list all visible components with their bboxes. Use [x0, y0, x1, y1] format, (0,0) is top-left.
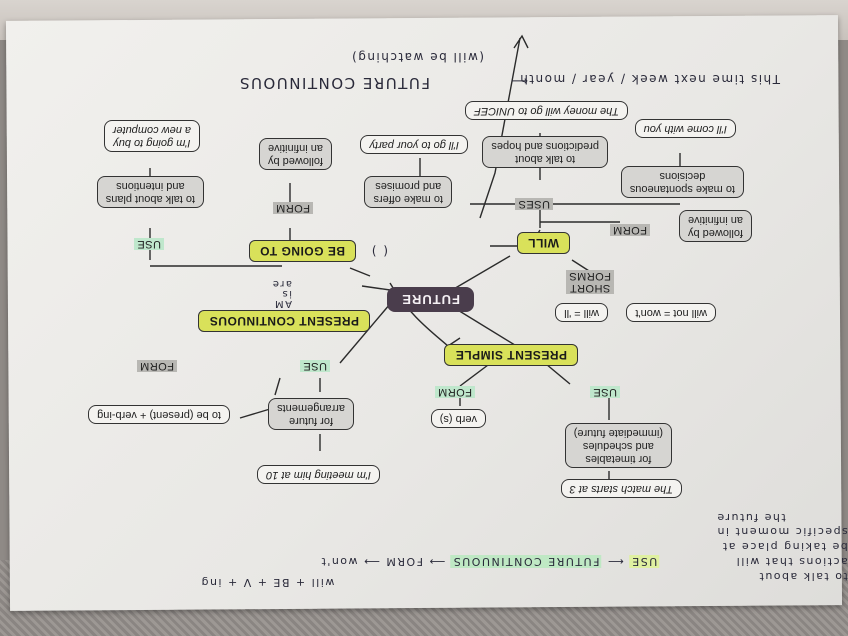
left-note: the future — [716, 510, 786, 524]
will-use-offers: to make offers and promises — [364, 176, 452, 208]
present-simple-form-label: FORM — [434, 386, 475, 398]
present-continuous-example: I'm meeting him at 10 — [257, 465, 380, 484]
will-short-forms-label: SHORT FORMS — [565, 270, 614, 294]
present-simple-example: The match starts at 3 — [560, 479, 682, 498]
will-example-2: I'll go to your party — [360, 135, 468, 154]
going-to-use-box: to talk about plans and intentions — [96, 176, 204, 208]
use-line-2: and schedules — [582, 440, 654, 452]
going-to-form-label: FORM — [272, 202, 313, 214]
left-note-line-2: actions that will — [735, 555, 848, 568]
will-example-3: The money will go to UNICEF — [465, 101, 628, 120]
fc-arrow-note: This time next week / year / month — [518, 72, 780, 86]
example-line-1: I'm going to buy — [113, 137, 191, 149]
use-line-2: and promises — [375, 180, 442, 192]
connector-lines — [149, 34, 681, 481]
annotation-am: AM — [273, 298, 292, 309]
will-node: WILL — [516, 232, 570, 254]
left-note-line-3: be taking place at — [721, 540, 848, 553]
center-node-future: FUTURE — [387, 287, 474, 312]
will-short-form-2: will not = won't — [626, 303, 716, 322]
annotation-is: is — [281, 288, 292, 299]
arrow-2: ⟶ — [422, 555, 446, 568]
left-note-line-5: the future — [716, 511, 786, 524]
use-line-2: arrangements — [277, 402, 345, 414]
use-line-3: (immediate future) — [573, 427, 663, 439]
neg-form: won't — [320, 555, 358, 568]
going-to-use-label: USE — [133, 238, 164, 250]
present-continuous-use-box: for future arrangements — [268, 398, 354, 430]
left-note-line-4: specific moment in — [716, 525, 848, 538]
fc-formula: will + BE + V + ing — [200, 576, 335, 589]
present-simple-use-label: USE — [589, 386, 620, 398]
bottom-notes: specific moment in be taking place at ac… — [716, 524, 848, 584]
use-tag: USE — [628, 555, 660, 568]
will-form-label: FORM — [609, 224, 650, 236]
will-use-predictions: to talk about predictions and hopes — [482, 136, 608, 168]
arrow-1: ⟵ — [601, 555, 624, 568]
going-to-node: BE GOING TO — [248, 240, 356, 262]
going-to-paren: ( ) — [370, 244, 388, 258]
going-to-example: I'm going to buy a new computer — [103, 120, 200, 152]
present-continuous-form-box: to be (present) + verb-ing — [88, 405, 230, 424]
present-continuous-form-label: FORM — [136, 360, 177, 372]
left-note-line-1: to talk about — [758, 570, 848, 583]
present-simple-use-box: for timetables and schedules (immediate … — [564, 423, 672, 468]
use-line-1: to make spontaneous — [629, 183, 735, 195]
use-line-1: to talk about — [515, 153, 576, 165]
present-continuous-use-label: USE — [299, 360, 330, 372]
short-line-1: SHORT — [569, 282, 611, 294]
going-to-form-box: followed by an infinitive — [258, 138, 332, 170]
use-line-2: predictions and hopes — [491, 140, 599, 152]
present-simple-node: PRESENT SIMPLE — [444, 344, 578, 366]
fc-title: FUTURE CONTINUOUS — [238, 74, 430, 92]
use-line-2: decisions — [659, 170, 706, 182]
use-line-1: to make offers — [373, 193, 444, 205]
will-form-box: followed by an infinitive — [678, 210, 752, 242]
fc-formula-row: USE ⟵ FUTURE CONTINUOUS ⟶ FORM ⟶ won't — [320, 555, 660, 568]
short-line-2: FORMS — [568, 270, 611, 282]
present-simple-form-box: verb (s) — [430, 409, 486, 428]
form-line-1: followed by — [267, 155, 323, 167]
going-to-annotation: AM is are — [271, 278, 292, 309]
form-line-2: an infinitive — [687, 214, 743, 226]
arrow-3: ⟶ — [357, 555, 380, 568]
mind-map: FUTURE PRESENT SIMPLE FORM USE verb (s) … — [8, 18, 840, 608]
will-example-1: I'll come with you — [634, 119, 736, 138]
will-short-form-1: will = 'll — [555, 303, 608, 322]
fc-example: (will be watching) — [350, 50, 484, 64]
form-line-2: an infinitive — [267, 142, 323, 154]
use-line-1: to talk about plans — [105, 193, 195, 205]
will-uses-label: USES — [515, 198, 553, 210]
example-line-2: a new computer — [112, 124, 191, 136]
form-line-1: followed by — [687, 227, 743, 239]
form-tag: FORM — [384, 555, 423, 568]
use-line-2: and intentions — [116, 180, 185, 192]
use-line-1: for timetables — [585, 453, 652, 465]
will-use-spontaneous: to make spontaneous decisions — [620, 166, 744, 198]
annotation-are: are — [271, 278, 292, 289]
use-line-1: for future — [289, 415, 334, 427]
fc-label: FUTURE CONTINUOUS — [450, 555, 602, 568]
present-continuous-node: PRESENT CONTINUOUS — [198, 310, 370, 332]
